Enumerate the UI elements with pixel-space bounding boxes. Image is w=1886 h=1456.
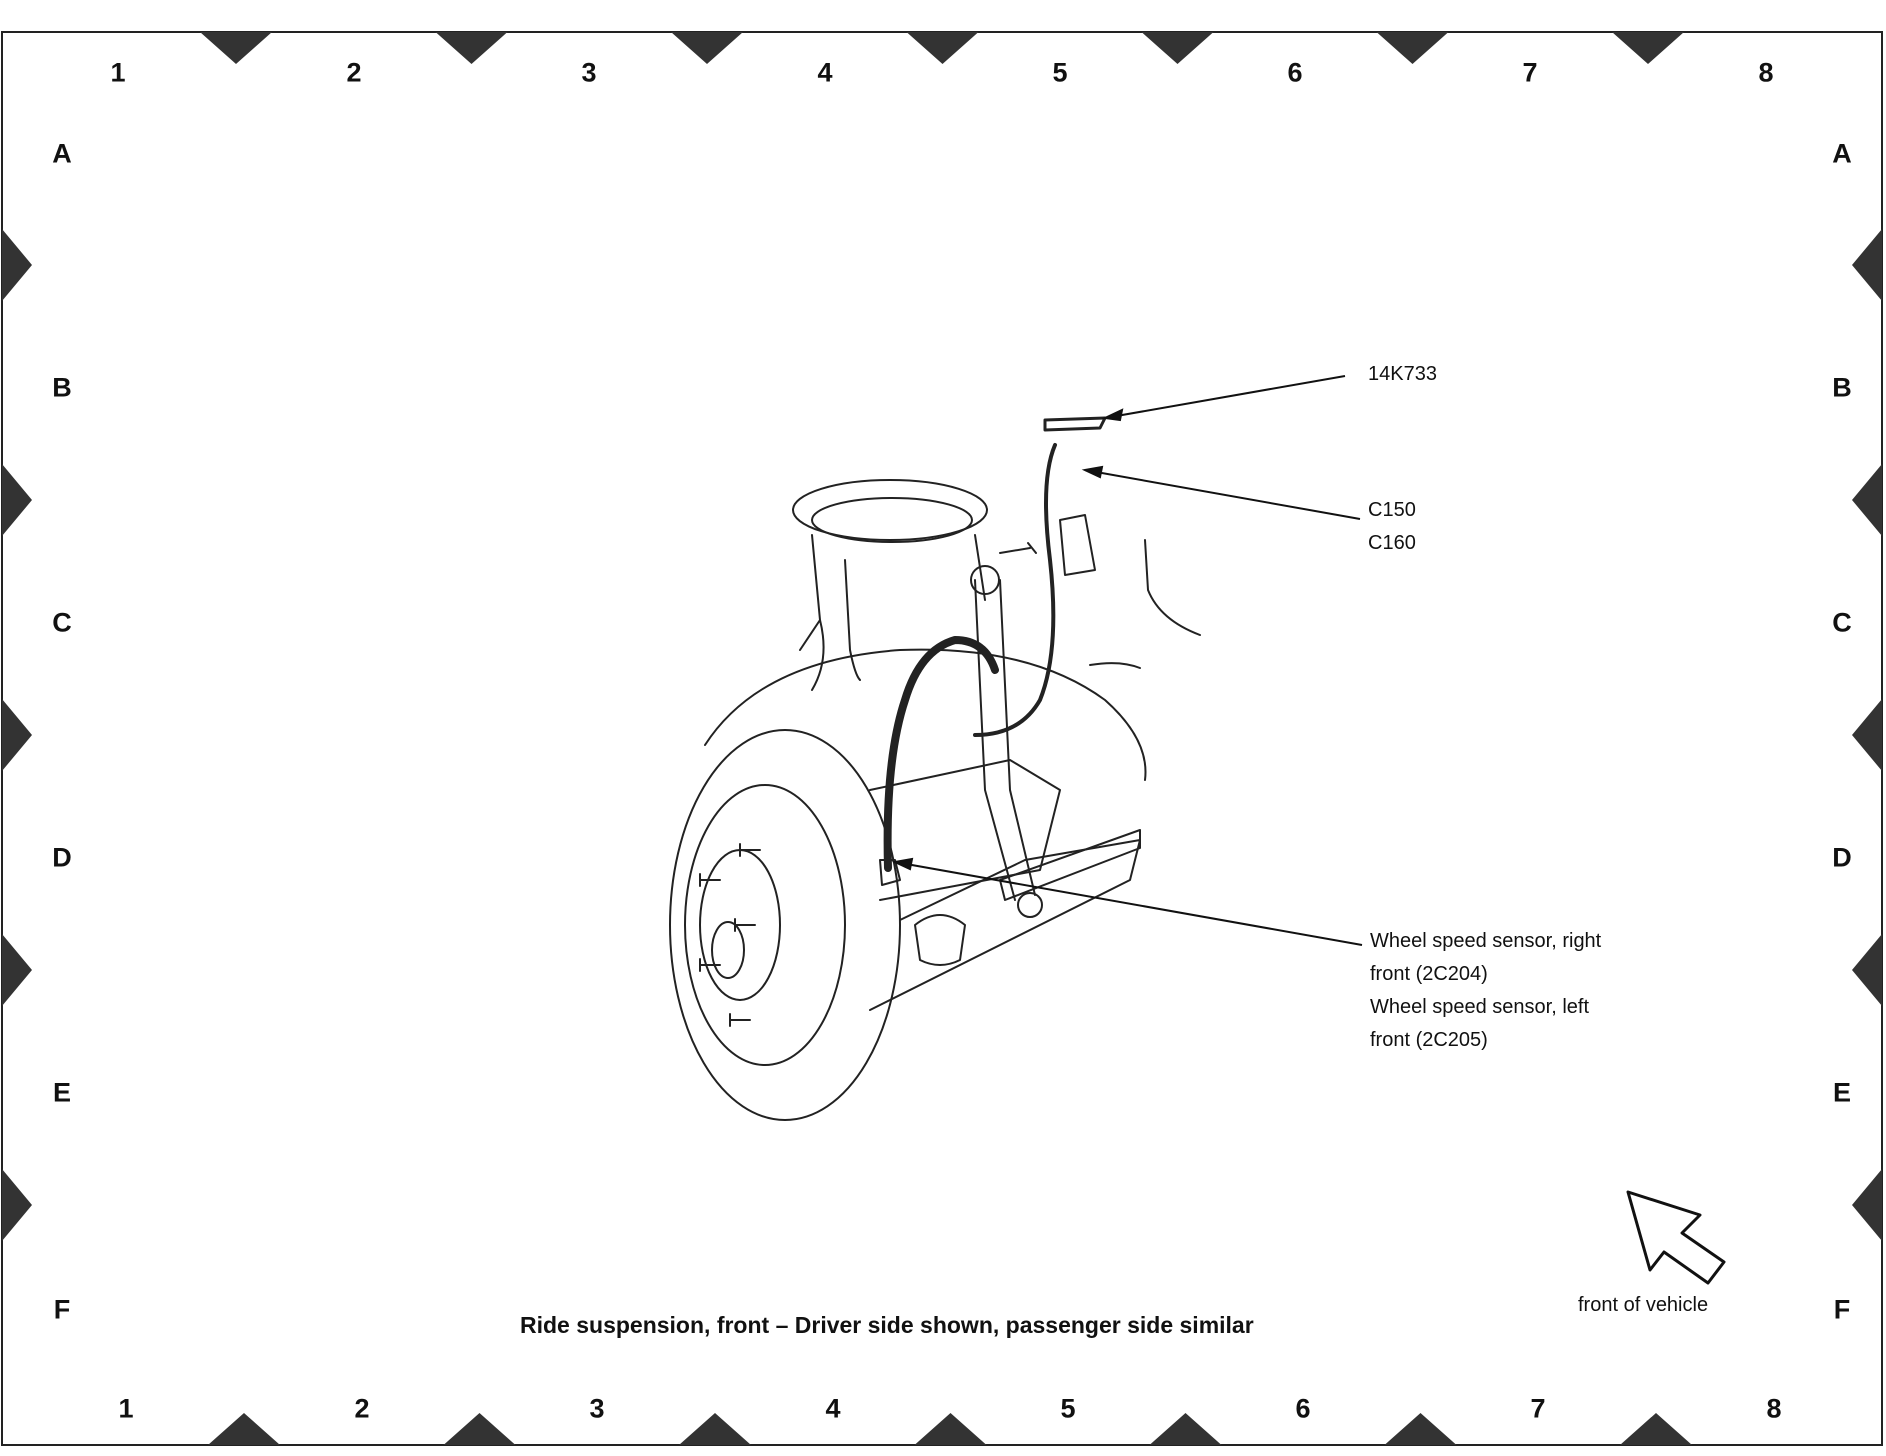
callout-connectors: C150 C160: [1368, 494, 1416, 560]
tie-rod: [999, 829, 1141, 901]
grid-markers: [2, 32, 1882, 1445]
grid-row-label-left: A: [52, 138, 72, 169]
leader-wheel-speed-sensor: [894, 861, 1363, 946]
grid-column-label-top: 8: [1758, 57, 1774, 88]
grid-column-label-top: 2: [346, 57, 362, 88]
right-marker: [1852, 1169, 1882, 1241]
suspension-illustration: [669, 416, 1201, 1121]
ball-joint: [914, 914, 966, 966]
callout-line: Wheel speed sensor, left: [1370, 996, 1590, 1018]
bottom-marker: [443, 1413, 516, 1445]
grid-row-label-right: D: [1832, 842, 1852, 873]
bottom-marker: [679, 1413, 751, 1445]
grid-row-label-right: A: [1832, 138, 1852, 169]
leader-14k733: [1104, 375, 1346, 419]
brake-rotor-outer: [669, 729, 901, 1121]
top-marker: [1141, 32, 1214, 64]
grid-column-label-top: 5: [1052, 57, 1068, 88]
callout-line: Wheel speed sensor, right: [1370, 930, 1602, 952]
bolt: [999, 542, 1037, 554]
callout-line: C150: [1368, 499, 1416, 521]
front-of-vehicle-label: front of vehicle: [1578, 1294, 1709, 1316]
grid-column-label-bottom: 6: [1295, 1393, 1311, 1424]
sensor-harness: [883, 636, 999, 872]
leader-lines: [891, 375, 1363, 946]
top-marker: [1612, 32, 1684, 64]
grid-row-label-left: E: [52, 1077, 72, 1108]
link-lower-nut: [1017, 892, 1043, 918]
grid-row-label-left: C: [52, 607, 72, 638]
left-marker: [2, 1169, 32, 1241]
callout-line: C160: [1368, 532, 1416, 554]
brake-rotor-inner: [684, 784, 846, 1066]
grid-row-label-right: E: [1832, 1077, 1852, 1108]
left-marker: [2, 229, 32, 301]
outer-border: [1, 31, 1883, 1446]
right-marker: [1852, 699, 1882, 771]
bottom-marker: [1384, 1413, 1457, 1445]
shock-tower: [799, 534, 986, 691]
grid-column-label-top: 3: [581, 57, 597, 88]
hub-center: [711, 921, 745, 979]
body-contour: [1144, 539, 1201, 636]
grid-row-label-right: C: [1832, 607, 1852, 638]
grid-row-label-left: B: [52, 372, 72, 403]
wheel-studs: [699, 843, 761, 1027]
grid-row-label-right: B: [1832, 372, 1852, 403]
top-marker: [1376, 32, 1449, 64]
control-arm: [869, 759, 1061, 901]
bottom-marker: [1149, 1413, 1222, 1445]
callout-wheel-speed-sensor: Wheel speed sensor, right front (2C204) …: [1370, 925, 1601, 1057]
right-marker: [1852, 934, 1882, 1006]
callout-line: 14K733: [1368, 363, 1437, 385]
grid-column-label-top: 4: [817, 57, 833, 88]
leader-connectors: [1084, 469, 1361, 520]
grid-column-label-top: 6: [1287, 57, 1303, 88]
clip: [1043, 416, 1107, 432]
left-marker: [2, 464, 32, 536]
right-marker: [1852, 229, 1882, 301]
grid-column-label-top: 7: [1522, 57, 1538, 88]
body-contour-lower: [1089, 662, 1141, 669]
callout-14k733: 14K733: [1368, 358, 1437, 391]
left-marker: [2, 699, 32, 771]
callout-line: front (2C204): [1370, 963, 1488, 985]
direction-arrow-icon: [1626, 1190, 1726, 1285]
grid-column-label-bottom: 4: [825, 1393, 841, 1424]
grid-column-label-bottom: 8: [1766, 1393, 1782, 1424]
grid-column-label-bottom: 1: [118, 1393, 134, 1424]
grid-row-label-left: D: [52, 842, 72, 873]
top-marker: [435, 32, 508, 64]
right-marker: [1852, 464, 1882, 536]
link-upper-nut: [970, 565, 1000, 595]
stabilizer-link: [974, 579, 1036, 901]
grid-column-label-top: 1: [110, 57, 126, 88]
top-marker: [200, 32, 272, 64]
bracket: [1059, 514, 1096, 576]
grid-column-label-bottom: 3: [589, 1393, 605, 1424]
upper-spring-seat: [792, 479, 988, 541]
sensor-head: [879, 859, 901, 886]
grid-row-label-right: F: [1833, 1294, 1851, 1325]
knuckle-body: [704, 648, 1147, 781]
grid-column-label-bottom: 7: [1530, 1393, 1546, 1424]
spindle-contour: [844, 559, 861, 681]
diagram-caption: Ride suspension, front – Driver side sho…: [520, 1312, 1254, 1338]
bottom-marker: [208, 1413, 280, 1445]
grid-row-label-left: F: [53, 1294, 71, 1325]
bottom-marker: [914, 1413, 987, 1445]
top-marker: [671, 32, 743, 64]
grid-column-label-bottom: 2: [354, 1393, 370, 1424]
grid-column-label-bottom: 5: [1060, 1393, 1076, 1424]
bottom-marker: [1620, 1413, 1692, 1445]
left-marker: [2, 934, 32, 1006]
top-marker: [906, 32, 979, 64]
callout-line: front (2C205): [1370, 1029, 1488, 1051]
sensor-wire: [973, 443, 1057, 737]
upper-spring-seat-inner: [811, 497, 973, 543]
